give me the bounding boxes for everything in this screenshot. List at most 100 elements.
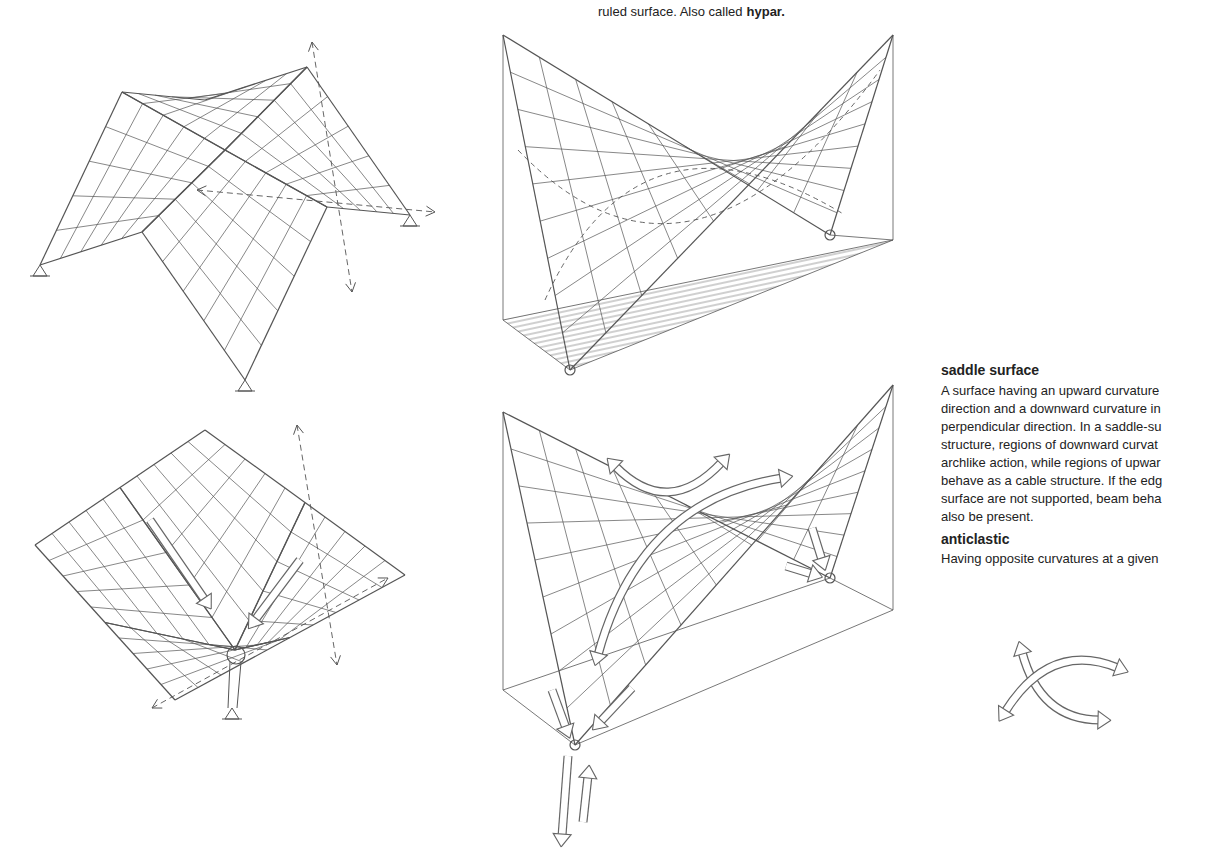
surface-edge — [122, 92, 205, 100]
force-arrowhead — [248, 613, 263, 629]
pin-support — [565, 365, 575, 375]
ruling-line — [307, 185, 390, 195]
force-arrow-outline — [552, 690, 566, 728]
ruling-line — [184, 80, 266, 127]
force-arrowhead — [557, 723, 574, 738]
pin-support — [227, 646, 245, 664]
ruling-line — [154, 465, 263, 592]
force-arrowhead — [1113, 659, 1128, 676]
force-arrow-outline — [583, 776, 588, 822]
ruling-line — [246, 517, 325, 648]
ruling-line — [563, 57, 886, 333]
ruling-line — [86, 511, 183, 640]
ruling-line — [612, 102, 678, 259]
ruling-line — [286, 156, 369, 184]
force-arrow-outline — [600, 688, 632, 722]
ruling-line — [175, 199, 278, 311]
surface-edge — [205, 67, 307, 100]
ground-hatch — [503, 240, 893, 370]
surface-edge — [235, 638, 290, 651]
support-base — [235, 391, 255, 392]
force-arrow — [786, 565, 823, 582]
definition-line: archlike action, while regions of upwar — [941, 455, 1161, 471]
force-arrow-guide — [615, 462, 722, 492]
frame-line — [893, 35, 894, 240]
force-arrow — [150, 520, 211, 609]
ruling-line — [204, 184, 286, 321]
ground-line — [830, 235, 893, 240]
pin-support — [825, 230, 835, 240]
surface-edge — [290, 575, 405, 638]
definition-line: also be present. — [941, 509, 1034, 525]
force-arrow-outline — [786, 566, 812, 574]
force-arrow — [553, 756, 571, 847]
ruling-line — [131, 628, 198, 688]
force-arrowhead — [579, 765, 597, 779]
ruling-line — [539, 430, 610, 705]
ruling-line — [559, 428, 879, 671]
frame-line — [893, 385, 894, 610]
force-arrow-body — [598, 478, 782, 655]
force-arrow-outline — [598, 478, 782, 655]
ruling-line — [685, 146, 750, 184]
definition-line: direction and a downward curvature in — [941, 401, 1161, 417]
hypar-forces-figure — [503, 385, 893, 847]
ruling-line — [91, 607, 212, 618]
axis-line — [312, 42, 352, 292]
ruling-line — [155, 95, 258, 117]
surface-edge — [570, 35, 893, 370]
ruling-line — [224, 196, 306, 351]
support-symbol — [238, 380, 252, 391]
force-arrowhead — [607, 458, 623, 474]
ruling-line — [163, 161, 246, 261]
surface-edge — [35, 488, 120, 546]
column-line — [228, 662, 230, 708]
force-arrow-body — [786, 566, 812, 574]
force-arrow-body — [150, 520, 205, 600]
ruling-line — [257, 532, 345, 646]
ruling-line — [159, 216, 262, 346]
ruling-line — [794, 425, 858, 560]
force-arrow-guide — [552, 690, 566, 728]
force-arrow-guide — [600, 688, 632, 722]
surface-edge — [307, 67, 410, 215]
support-base — [222, 719, 242, 720]
axis-line — [297, 425, 337, 665]
surface-edge — [235, 638, 290, 651]
force-arrow-outline — [812, 528, 822, 560]
hypar-roof-figure — [30, 42, 435, 391]
frame-line — [503, 412, 504, 690]
definition-line: A surface having an upward curvature — [941, 383, 1159, 399]
ruling-line — [139, 94, 242, 134]
hypar-figure — [503, 35, 893, 375]
ruling-line — [291, 84, 394, 214]
ruling-line — [576, 79, 642, 295]
surface-edge — [120, 488, 235, 651]
ruling-line — [189, 474, 265, 586]
ground-line — [830, 578, 893, 610]
ruling-line — [551, 449, 872, 634]
ruling-line — [567, 406, 886, 708]
surface-edge — [830, 35, 893, 235]
surface-edge — [105, 623, 235, 651]
surface-edge — [120, 430, 205, 488]
ground-line — [503, 320, 570, 370]
definition-line: perpendicular direction. In a saddle-su — [941, 419, 1161, 435]
surface-edge — [105, 623, 175, 701]
surface-edge — [503, 35, 830, 235]
axis-arrowhead — [331, 655, 341, 665]
ruling-line — [101, 127, 184, 245]
ruling-line — [60, 104, 142, 259]
axis-arrowhead — [426, 206, 435, 216]
force-arrow-guide — [255, 560, 300, 620]
ruling-line — [525, 147, 851, 169]
force-arrow-guide — [1005, 660, 1118, 712]
force-arrow-body — [562, 756, 568, 836]
term-heading: saddle surface — [941, 362, 1039, 379]
force-arrow-body — [583, 776, 588, 822]
heading-fragment: ruled surface. Also called — [598, 4, 743, 20]
axis-line — [197, 190, 435, 212]
ruling-line — [143, 445, 225, 521]
ruling-line — [69, 522, 157, 634]
frame-line — [503, 35, 504, 320]
